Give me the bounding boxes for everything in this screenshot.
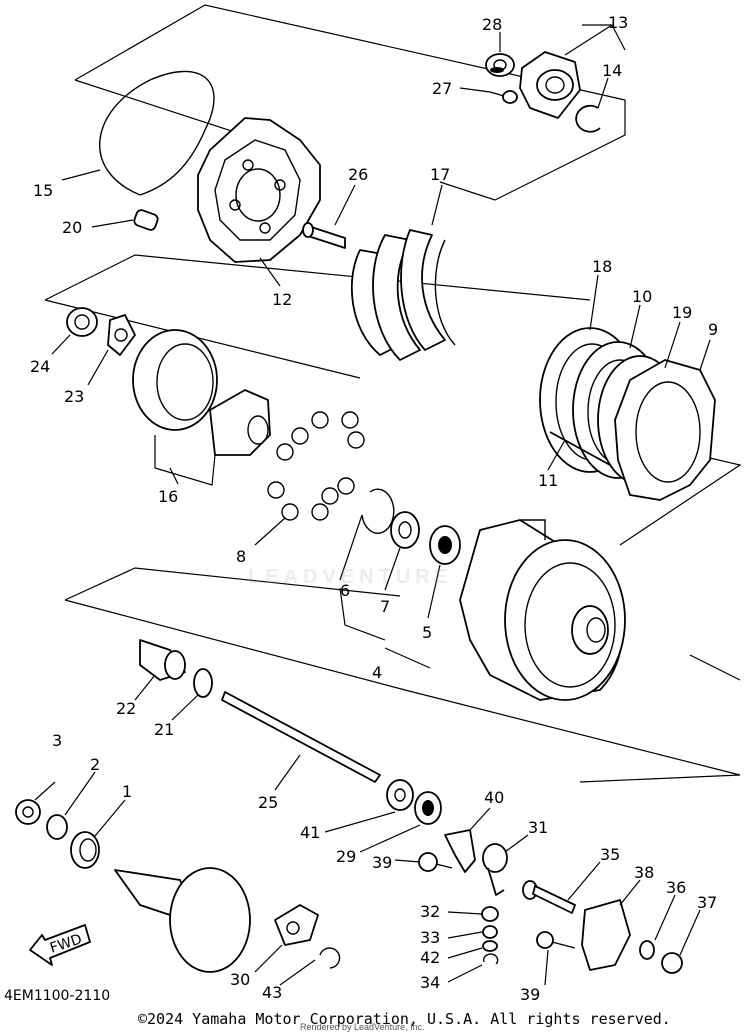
callout-11: 11 bbox=[538, 471, 558, 490]
part-8-balls bbox=[267, 411, 365, 521]
section-box-lower bbox=[64, 567, 741, 783]
callout-7: 7 bbox=[380, 597, 390, 616]
part-34-clip bbox=[482, 953, 499, 965]
callout-14: 14 bbox=[602, 61, 622, 80]
callout-10: 10 bbox=[632, 287, 652, 306]
part-37-nut bbox=[661, 952, 683, 974]
part-9-plate bbox=[614, 359, 716, 501]
part-40-lever bbox=[444, 829, 476, 873]
callout-32: 32 bbox=[420, 902, 440, 921]
callout-2: 2 bbox=[90, 755, 100, 774]
callout-35: 35 bbox=[600, 845, 620, 864]
callout-16: 16 bbox=[158, 487, 178, 506]
part-25-shaft bbox=[221, 691, 381, 783]
part-4-clutch-housing bbox=[459, 519, 626, 701]
part-13-housing bbox=[519, 51, 581, 119]
fwd-arrow-icon: FWD bbox=[29, 924, 91, 966]
callout-38: 38 bbox=[634, 863, 654, 882]
drawing-code: 4EM1100-2110 bbox=[4, 988, 110, 1004]
part-24-nut bbox=[66, 307, 98, 337]
part-16-clutch-boss bbox=[132, 329, 271, 456]
callout-34: 34 bbox=[420, 973, 440, 992]
callout-41: 41 bbox=[300, 823, 320, 842]
part-20-spring bbox=[133, 209, 159, 231]
callout-28: 28 bbox=[482, 15, 502, 34]
callout-23: 23 bbox=[64, 387, 84, 406]
part-31-adjuster bbox=[482, 843, 508, 896]
part-2-washer bbox=[46, 814, 68, 840]
part-29-bearing bbox=[414, 791, 442, 825]
callout-31: 31 bbox=[528, 818, 548, 837]
callout-9: 9 bbox=[708, 320, 718, 339]
callout-3: 3 bbox=[52, 731, 62, 750]
part-17-clutch-plates bbox=[350, 229, 456, 361]
leader-lines bbox=[34, 24, 711, 986]
callout-1: 1 bbox=[122, 782, 132, 801]
callout-21: 21 bbox=[154, 720, 174, 739]
copyright-footer: ©2024 Yamaha Motor Corporation, U.S.A. A… bbox=[138, 1010, 671, 1028]
callout-43: 43 bbox=[262, 983, 282, 1002]
callouts: 28 13 14 27 15 20 26 17 12 18 10 19 9 11… bbox=[4, 13, 718, 1004]
callout-18: 18 bbox=[592, 257, 612, 276]
callout-12: 12 bbox=[272, 290, 292, 309]
rendered-by-note: Rendered by LeadVenture, Inc. bbox=[300, 1022, 425, 1032]
part-35-bolt bbox=[522, 880, 576, 914]
callout-37: 37 bbox=[697, 893, 717, 912]
part-3-nut bbox=[15, 799, 41, 825]
callout-8: 8 bbox=[236, 547, 246, 566]
part-22-bushing bbox=[139, 639, 186, 681]
callout-33: 33 bbox=[420, 928, 440, 947]
part-33-washer bbox=[482, 925, 498, 939]
callout-25: 25 bbox=[258, 793, 278, 812]
part-15-circlip bbox=[99, 70, 215, 196]
primary-drive-gear bbox=[114, 867, 251, 973]
part-27-screw bbox=[489, 90, 518, 104]
callout-4: 4 bbox=[372, 663, 382, 682]
part-28-bearing bbox=[485, 53, 515, 77]
callout-13: 13 bbox=[608, 13, 628, 32]
callout-29: 29 bbox=[336, 847, 356, 866]
callout-6: 6 bbox=[340, 581, 350, 600]
watermark: LEADVENTURE bbox=[248, 566, 454, 588]
callout-19: 19 bbox=[672, 303, 692, 322]
callout-20: 20 bbox=[62, 218, 82, 237]
part-42-washer bbox=[482, 940, 498, 952]
callout-17: 17 bbox=[430, 165, 450, 184]
callout-39-upper: 39 bbox=[372, 853, 392, 872]
part-21-washer bbox=[193, 668, 213, 698]
part-7-washer bbox=[390, 511, 420, 549]
part-39-bolt-upper bbox=[418, 852, 453, 872]
part-41-washer bbox=[386, 779, 414, 811]
part-32-nut bbox=[481, 906, 499, 922]
callout-26: 26 bbox=[348, 165, 368, 184]
callout-42: 42 bbox=[420, 948, 440, 967]
part-12-pressure-plate bbox=[197, 117, 321, 263]
part-5-bearing bbox=[429, 525, 461, 565]
callout-40: 40 bbox=[484, 788, 504, 807]
callout-15: 15 bbox=[33, 181, 53, 200]
part-38-bracket bbox=[581, 899, 631, 971]
callout-5: 5 bbox=[422, 623, 432, 642]
part-36-washer bbox=[639, 940, 655, 960]
callout-36: 36 bbox=[666, 878, 686, 897]
callout-27: 27 bbox=[432, 79, 452, 98]
part-6-circlip bbox=[361, 488, 395, 534]
part-14-circlip bbox=[575, 104, 601, 133]
part-43-clip bbox=[319, 947, 341, 969]
part-11-bolt bbox=[549, 431, 611, 466]
part-1-gear bbox=[70, 831, 100, 869]
callout-39-lower: 39 bbox=[520, 985, 540, 1004]
part-26-push-rod bbox=[302, 222, 346, 249]
callout-24: 24 bbox=[30, 357, 50, 376]
part-39-bolt-lower bbox=[536, 931, 576, 949]
fwd-label: FWD bbox=[48, 931, 84, 956]
part-30-cam bbox=[274, 904, 319, 946]
callout-22: 22 bbox=[116, 699, 136, 718]
callout-30: 30 bbox=[230, 970, 250, 989]
part-23-lock-washer bbox=[107, 314, 136, 356]
